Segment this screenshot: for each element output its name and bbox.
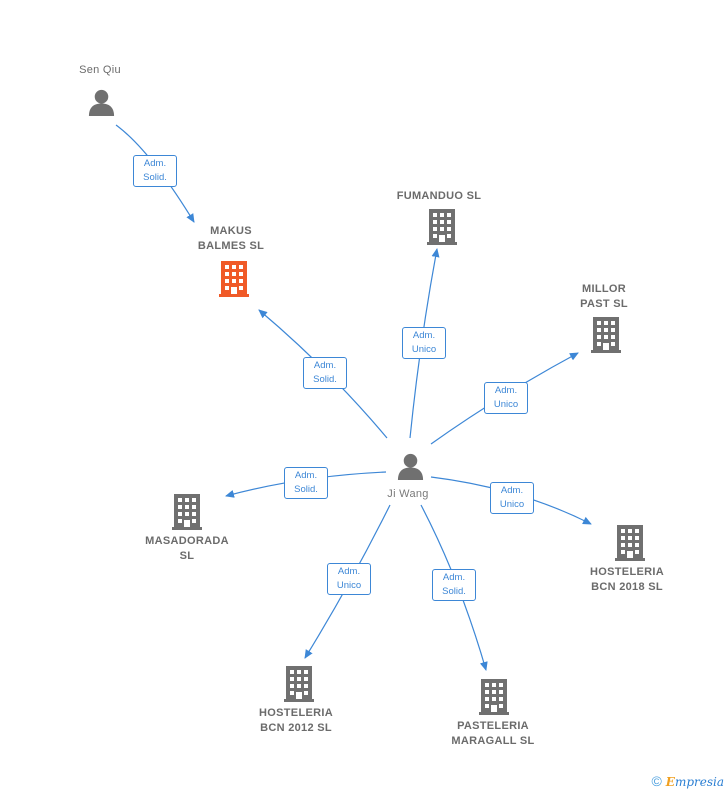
footer-credit[interactable]: ©Empresia [651,773,724,789]
edge-label-sen-qiu-makus-balmes: Adm. Solid. [133,155,177,187]
node-label-masadorada[interactable]: MASADORADA SL [145,535,229,562]
node-label-millor-past[interactable]: MILLOR PAST SL [580,283,628,310]
edge-label-ji-wang-masadorada: Adm. Solid. [284,467,328,499]
node-label-fumanduo[interactable]: FUMANDUO SL [396,190,482,202]
node-label-sen-qiu[interactable]: Sen Qiu [79,64,121,76]
node-label-makus-balmes[interactable]: MAKUS BALMES SL [197,225,265,252]
building-icon-masadorada[interactable] [172,494,202,530]
node-label-ji-wang[interactable]: Ji Wang [387,488,429,500]
node-label-pasteleria[interactable]: PASTELERIA MARAGALL SL [451,720,535,747]
building-icon-makus-balmes[interactable] [219,261,249,297]
node-label-hosteleria-2018[interactable]: HOSTELERIA BCN 2018 SL [590,566,664,593]
person-icon-sen-qiu[interactable] [88,89,115,117]
building-icon-pasteleria[interactable] [479,679,509,715]
brand-logo[interactable]: Empresia [665,775,724,789]
building-icon-millor-past[interactable] [591,317,621,353]
edge-label-ji-wang-fumanduo: Adm. Unico [402,327,446,359]
edge-label-ji-wang-makus-balmes: Adm. Solid. [303,357,347,389]
edge-label-ji-wang-hosteleria-2018: Adm. Unico [490,482,534,514]
edge-label-ji-wang-pasteleria: Adm. Solid. [432,569,476,601]
building-icon-hosteleria-2012[interactable] [284,666,314,702]
person-icon-ji-wang[interactable] [397,453,424,481]
node-label-hosteleria-2012[interactable]: HOSTELERIA BCN 2012 SL [259,707,333,734]
building-icon-hosteleria-2018[interactable] [615,525,645,561]
building-icon-fumanduo[interactable] [427,209,457,245]
edge-label-ji-wang-hosteleria-2012: Adm. Unico [327,563,371,595]
edge-label-ji-wang-millor-past: Adm. Unico [484,382,528,414]
copyright-icon: © [651,773,662,789]
